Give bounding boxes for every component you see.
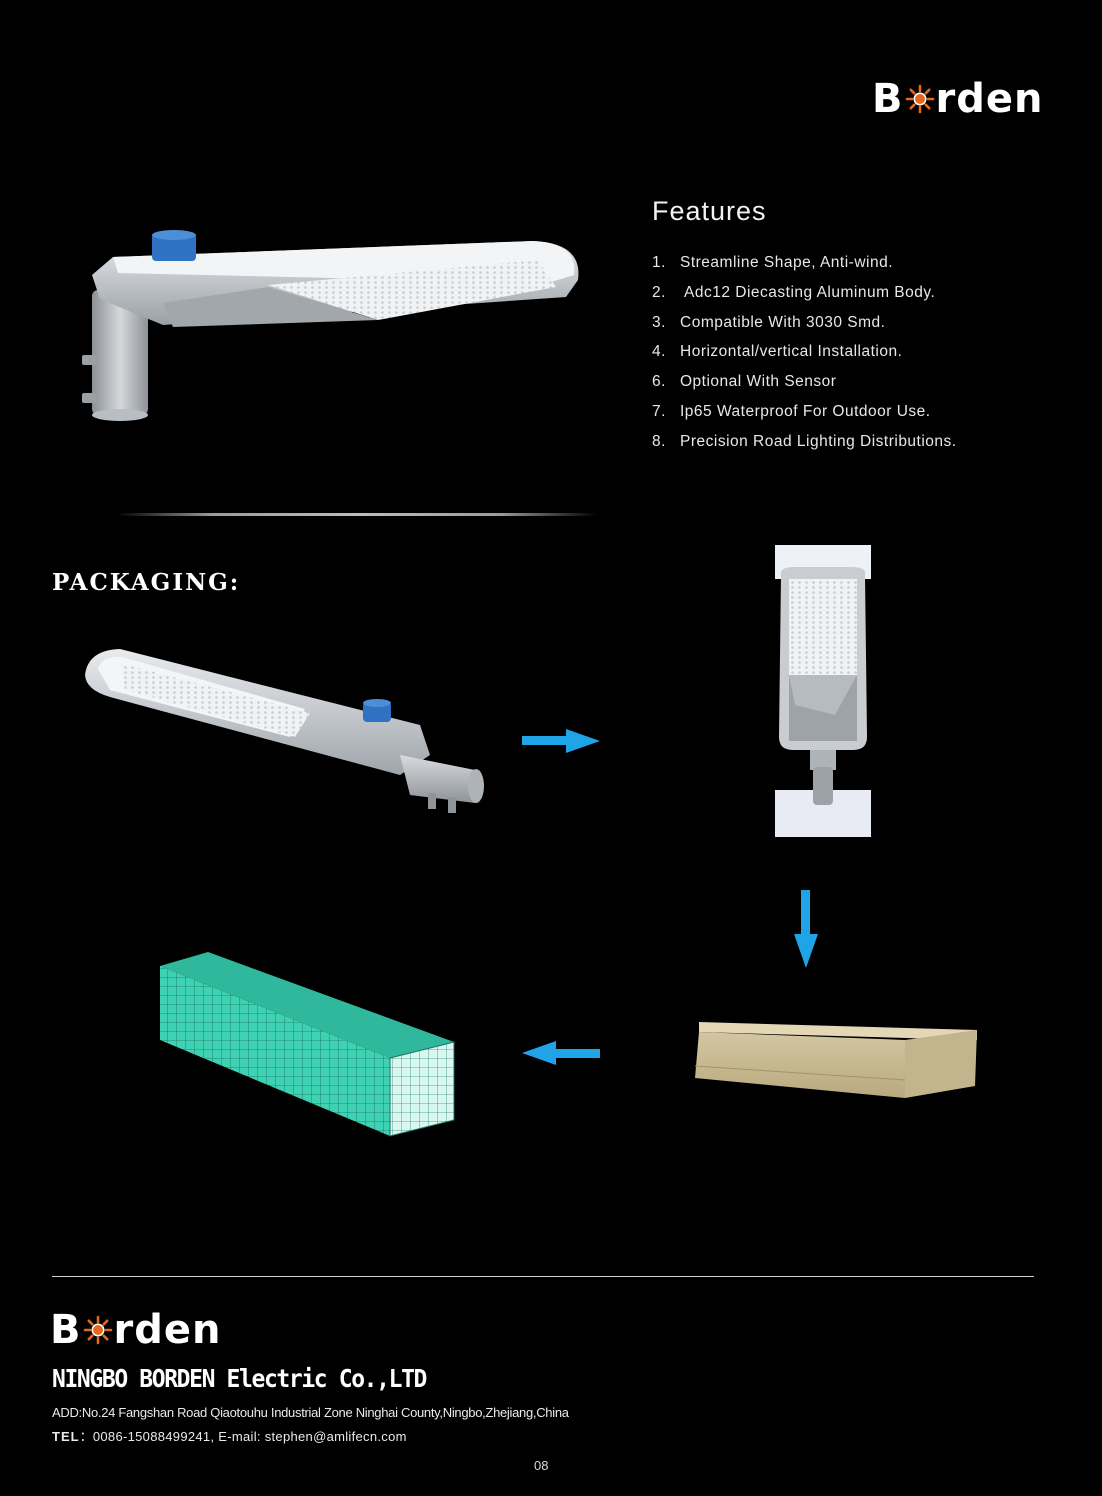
sun-icon — [905, 84, 934, 114]
company-address: ADD:No.24 Fangshan Road Qiaotouhu Indust… — [52, 1405, 569, 1420]
features-list: 1.Streamline Shape, Anti-wind. 2.Adc12 D… — [652, 254, 957, 463]
logo-text-rest: rden — [935, 76, 1044, 122]
contact-details: ：0086-15088499241, E-mail: stephen@amlif… — [79, 1429, 407, 1444]
feature-item: 7.Ip65 Waterproof For Outdoor Use. — [652, 402, 931, 420]
arrow-down-icon — [794, 890, 818, 968]
feature-item: 2.Adc12 Diecasting Aluminum Body. — [652, 283, 936, 301]
foam-wrapped-package-image — [160, 952, 455, 1137]
brand-logo-top: B rden — [872, 76, 1043, 122]
sun-icon — [83, 1315, 112, 1345]
packaging-lamp-image — [85, 649, 484, 813]
carton-box-image — [694, 1022, 977, 1098]
brand-logo-bottom: B rden — [50, 1307, 221, 1353]
page-number: 08 — [534, 1458, 549, 1473]
logo-letter-b: B — [50, 1307, 82, 1353]
arrow-right-icon — [522, 729, 600, 753]
arrow-left-icon — [522, 1041, 600, 1065]
logo-text-rest: rden — [113, 1307, 222, 1353]
features-title: Features — [652, 196, 767, 226]
lamp-in-foam-image — [775, 545, 871, 837]
feature-item: 8.Precision Road Lighting Distributions. — [652, 432, 957, 450]
feature-item: 4.Horizontal/vertical Installation. — [652, 343, 903, 361]
feature-item: 1.Streamline Shape, Anti-wind. — [652, 254, 894, 271]
feature-item: 6.Optional With Sensor — [652, 373, 837, 391]
product-street-light-image — [82, 230, 579, 421]
company-name: NINGBO BORDEN Electric Co.,LTD — [52, 1364, 427, 1393]
logo-letter-b: B — [872, 76, 904, 122]
section-divider — [117, 513, 597, 516]
packaging-title: PACKAGING: — [52, 569, 241, 596]
company-contact: TEL：0086-15088499241, E-mail: stephen@am… — [52, 1426, 407, 1445]
footer-divider — [52, 1276, 1034, 1277]
feature-item: 3.Compatible With 3030 Smd. — [652, 313, 886, 331]
tel-label: TEL — [52, 1429, 80, 1444]
